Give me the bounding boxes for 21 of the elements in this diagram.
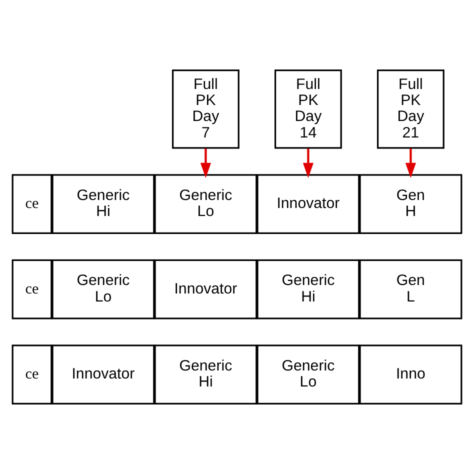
node-box: Full PK Day 7: [172, 70, 240, 149]
node-box: ce: [12, 259, 52, 320]
node-box: Full PK Day 14: [274, 70, 342, 149]
node-box: Innovator: [256, 174, 360, 234]
node-box: ce: [12, 174, 52, 234]
node-box: Generic Hi: [154, 344, 258, 404]
node-box: Generic Lo: [256, 344, 360, 404]
node-box: ce: [12, 344, 52, 404]
node-box: Innovator: [52, 344, 155, 404]
node-box: Generic Lo: [154, 174, 258, 234]
arrow: [405, 148, 416, 178]
node-box: Generic Hi: [52, 174, 155, 234]
arrow: [302, 148, 314, 178]
node-box: Innovator: [154, 259, 258, 320]
node-box: Gen L: [359, 259, 462, 320]
node-box: Full PK Day 21: [376, 70, 444, 149]
node-box: Generic Hi: [256, 259, 360, 320]
arrow: [200, 148, 212, 178]
node-box: Generic Lo: [52, 259, 155, 320]
node-box: Inno: [359, 344, 462, 404]
node-box: Gen H: [359, 174, 462, 234]
